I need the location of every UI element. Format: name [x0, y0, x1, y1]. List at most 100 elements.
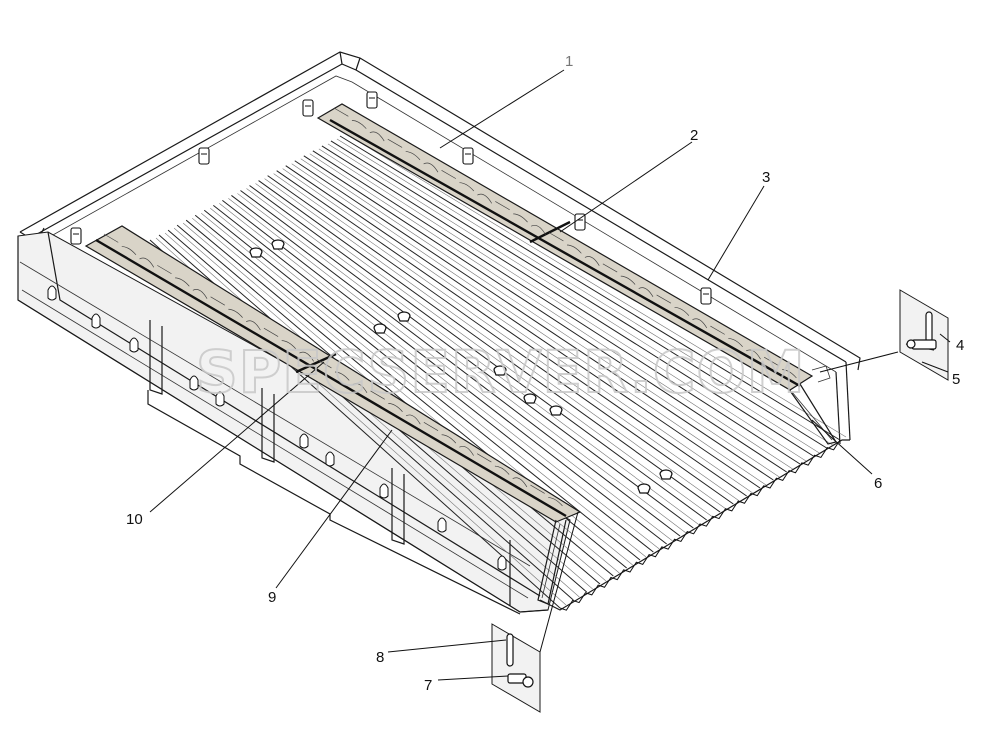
floor-rib	[222, 199, 667, 545]
wood-grain-stroke	[728, 338, 743, 348]
callout-10: 10	[126, 511, 143, 528]
wood-grain-stroke	[351, 120, 367, 129]
wall-bracket	[366, 91, 378, 109]
tie-down-ring	[249, 247, 263, 258]
floor-rib	[213, 204, 654, 553]
wood-grain-stroke	[405, 151, 421, 161]
floor-rib-shade	[264, 178, 727, 510]
tie-down-ring	[523, 393, 537, 404]
wall-bracket	[70, 227, 82, 245]
wood-grain-stroke	[441, 170, 457, 179]
wall-brackets	[70, 91, 712, 305]
tie-down-ring	[373, 323, 387, 334]
callout-2: 2	[690, 127, 698, 144]
floor-rib	[240, 190, 694, 529]
floor-rib	[312, 150, 801, 465]
floor-rib	[231, 195, 681, 537]
floor-rib-shade	[327, 143, 820, 454]
wall-cutout	[325, 451, 335, 467]
floor-rib-shade	[318, 148, 807, 462]
wood-grain-stroke	[674, 306, 690, 316]
wood-grain-stroke	[245, 320, 261, 331]
floor-rib	[267, 175, 734, 505]
wood-grain-stroke	[495, 201, 510, 211]
callout-8: 8	[376, 649, 384, 666]
tie-down-ring	[637, 483, 651, 494]
wood-grain-stroke	[423, 422, 439, 431]
floor-rib	[303, 155, 787, 473]
wood-grain-stroke	[369, 131, 385, 142]
wood-grain-stroke	[548, 232, 564, 242]
callout-6: 6	[874, 475, 882, 492]
floor-rib-shade	[309, 153, 793, 470]
watermark: SPECSERVER.COM	[196, 338, 805, 406]
callout-1: 1	[565, 53, 573, 70]
wall-bracket	[302, 99, 314, 117]
wall-cutout	[379, 483, 389, 499]
detail-inset-pin-lower	[491, 623, 541, 713]
floor-rib	[258, 180, 721, 513]
floor-rib-shade	[300, 158, 780, 478]
callout-4: 4	[956, 337, 964, 354]
wood-grain-stroke	[584, 256, 600, 266]
tie-down-ring	[549, 405, 563, 416]
cargo-bed-body	[17, 51, 861, 615]
wall-bracket	[462, 147, 474, 165]
wall-cutout	[47, 285, 57, 301]
detail-inset-pin-upper	[899, 289, 949, 381]
wood-grain-stroke	[638, 287, 654, 298]
wood-grain-stroke	[121, 246, 137, 256]
wood-grain-stroke	[388, 403, 403, 412]
wood-grain-stroke	[548, 497, 563, 507]
floor-rib	[330, 140, 827, 449]
wall-cutout	[129, 337, 139, 353]
floor-rib-shade	[282, 168, 753, 494]
wood-grain-stroke	[513, 213, 528, 223]
wood-grain-stroke	[228, 308, 243, 318]
wood-grain-stroke	[530, 224, 546, 235]
floor-rib	[249, 185, 707, 521]
floor-rib-shade	[291, 163, 767, 486]
wood-grain-stroke	[387, 138, 403, 148]
callout-7: 7	[424, 677, 432, 694]
wall-cutout	[497, 555, 507, 571]
wood-grain-stroke	[656, 294, 672, 304]
wood-grain-stroke	[602, 263, 618, 273]
wood-grain-stroke	[530, 484, 545, 494]
wood-grain-stroke	[370, 390, 385, 400]
tie-down-ring	[659, 469, 673, 480]
floor-rib	[321, 145, 814, 457]
tie-down-ring	[271, 239, 285, 250]
floor-rib-shade	[345, 133, 847, 438]
wood-grain-stroke	[710, 325, 725, 335]
wood-grain-stroke	[620, 275, 636, 285]
wood-grain-stroke	[476, 453, 492, 463]
wood-grain-stroke	[477, 193, 493, 204]
floor-rib-shade	[237, 193, 687, 534]
wood-grain-stroke	[782, 369, 797, 379]
wood-grain-stroke	[405, 414, 421, 425]
floor-rib-shade	[210, 208, 647, 558]
callout-5: 5	[952, 371, 960, 388]
wall-cutout	[189, 375, 199, 391]
floor-rear-edge	[559, 439, 841, 611]
wall-cutout	[437, 517, 447, 533]
wood-grain-stroke	[352, 383, 368, 394]
floor-rib-shade	[246, 188, 700, 526]
wood-grain-stroke	[263, 327, 279, 337]
floor-rib	[339, 135, 841, 441]
wood-grain-stroke	[746, 349, 761, 360]
floor-rib-shade	[255, 183, 713, 518]
wood-grain-stroke	[459, 445, 474, 456]
floor-rib	[276, 170, 747, 497]
callout-3: 3	[762, 169, 770, 186]
wood-grain-stroke	[512, 477, 528, 488]
wood-grain-stroke	[299, 351, 314, 362]
callout-labels: 1 2 3 4 5 6 7 8 9 10	[126, 53, 964, 694]
wood-grain-stroke	[692, 318, 708, 329]
wall-bracket	[198, 147, 210, 165]
wood-grain-stroke	[441, 434, 457, 444]
wood-grain-stroke	[139, 257, 155, 268]
floor-rib	[285, 165, 761, 489]
